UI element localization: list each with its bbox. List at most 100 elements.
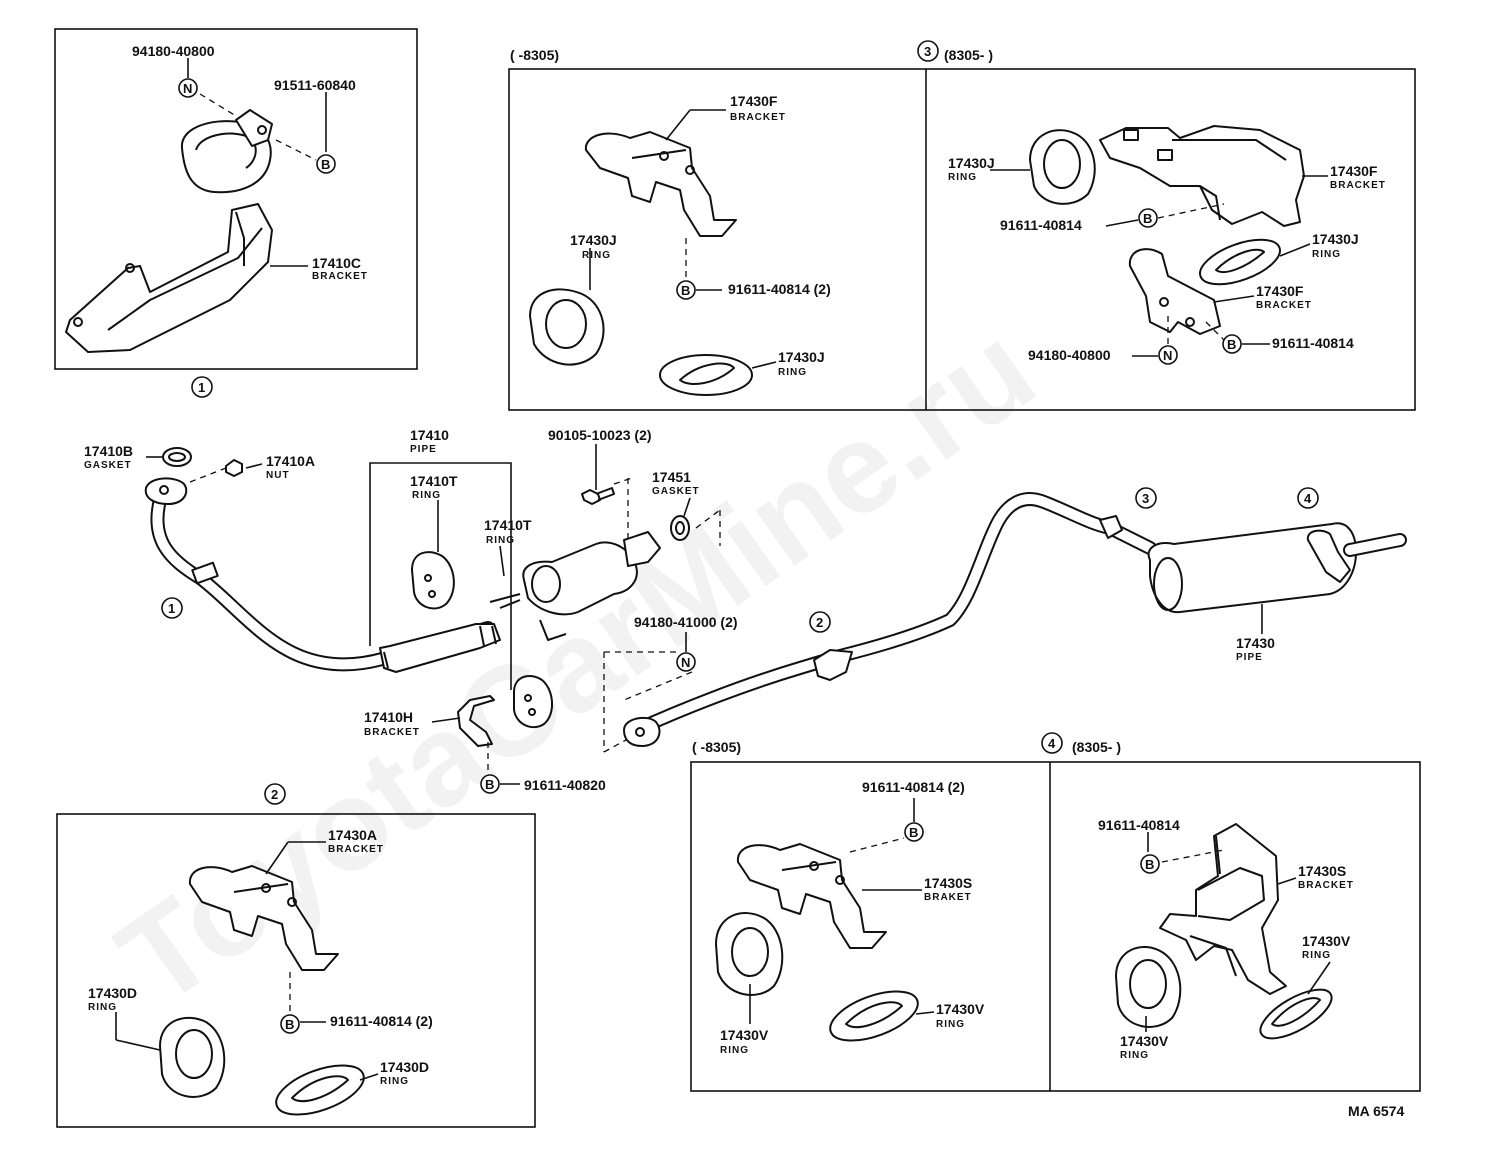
bolt-symbol-letter: B [485,777,494,792]
ring-17410t-part [411,551,455,610]
part-number: 17430D [88,985,137,1001]
ring-17430v-part [715,912,784,996]
part-number: 91611-40814 [1098,817,1180,833]
detail-box-2: 2 B 17430A BRACKET 17430D RING 91611-408… [56,783,536,1128]
part-description: RING [936,1019,965,1030]
part-description: RING [88,1002,117,1013]
ring-17430j-part [1029,129,1096,205]
section-marker-4 [1297,487,1319,509]
part-number: 90105-10023 (2) [548,427,652,443]
section-marker-2 [809,611,831,633]
diagram-code: MA 6574 [1348,1103,1405,1119]
part-number: 17430S [1298,863,1346,879]
part-description: PIPE [1236,652,1263,663]
center-muffler-part [522,541,638,616]
box3b-header: (8305- ) [944,47,993,63]
ring-17430j-flat-part [659,354,753,396]
bolt-symbol-letter: B [285,1017,294,1032]
part-description: RING [486,535,515,546]
part-number: 94180-41000 (2) [634,614,738,630]
part-number: 91611-40814 (2) [330,1013,433,1029]
part-number: 94180-40800 [1028,347,1111,363]
box3a-header: ( -8305) [510,47,559,63]
section-marker-3 [917,40,939,62]
ring-17430v-flat-part [829,990,919,1042]
nut-symbol [178,78,198,98]
part-description: BRACKET [1298,880,1354,891]
part-number: 17430A [328,827,377,843]
section-marker-1-label: 1 [168,601,175,616]
part-number: 17430F [1256,283,1304,299]
bolt-symbol-letter: B [681,283,690,298]
part-number: 17430V [936,1001,985,1017]
part-description: NUT [266,470,290,481]
section-marker-3-label: 3 [1142,491,1149,506]
section-marker-4 [1041,732,1063,754]
part-number: 17410C [312,255,361,271]
part-description: GASKET [84,460,132,471]
part-description: BRACKET [364,727,420,738]
bracket-17430f-small-part [1128,248,1221,335]
ring-17410t-part [513,675,553,729]
bracket-17430f-part [584,131,737,237]
part-number: 17430F [730,93,778,109]
part-number: 17430S [924,875,972,891]
part-number: 91611-40814 [1272,335,1354,351]
box4a-header: ( -8305) [692,739,741,755]
part-description: PIPE [410,444,437,455]
bracket-17430s-part [736,843,887,949]
bolt-symbol [1138,208,1158,228]
gasket-17451-part [670,515,690,541]
part-number: 17430V [1120,1033,1169,1049]
part-description: BRACKET [328,844,384,855]
bolt-symbol [676,280,696,300]
part-description: RING [778,367,807,378]
ring-17430d-flat-part [275,1064,365,1116]
bolt-symbol-letter: B [909,825,918,840]
part-number: 91511-60840 [274,77,356,93]
part-description: GASKET [652,486,700,497]
part-number: 17430V [720,1027,769,1043]
part-description: RING [412,490,441,501]
section-marker-2-label: 2 [271,787,278,802]
part-number: 17430J [570,232,617,248]
part-description: BRACKET [730,112,786,123]
part-number: 91611-40814 (2) [728,281,831,297]
section-marker-2 [264,783,286,805]
section-marker-2-label: 2 [816,615,823,630]
main-exhaust-assembly: N B 1 2 3 4 17410B GASKET 17410A NUT 174… [84,427,1407,794]
section-marker-4-label: 4 [1304,491,1312,506]
part-description: RING [948,172,977,183]
part-number: 91611-40814 (2) [862,779,965,795]
part-number: 17430J [1312,231,1359,247]
part-number: 17410B [84,443,133,459]
section-marker-3-label: 3 [924,44,931,59]
part-number: 91611-40814 [1000,217,1082,233]
bracket-17410c-part [65,203,273,353]
detail-box-3: ( -8305) 3 (8305- ) B 17430F BRACKET 174… [508,40,1416,411]
part-number: 17430D [380,1059,429,1075]
part-description: RING [380,1076,409,1087]
bolt-symbol [1222,334,1242,354]
bolt-symbol [904,822,924,842]
nut-symbol-letter: N [681,655,690,670]
bolt-symbol [1140,854,1160,874]
detail-box-4: ( -8305) 4 (8305- ) B 91611-40814 (2) 17… [690,732,1421,1092]
part-number: 17451 [652,469,691,485]
bracket-17430s-part [1159,823,1287,995]
nut-symbol [676,652,696,672]
part-number: 17410A [266,453,315,469]
part-description: BRACKET [1256,300,1312,311]
intermediate-flange-part [623,716,661,747]
part-description: RING [1302,950,1331,961]
nut-symbol [1158,345,1178,365]
part-number: 17430J [778,349,825,365]
detail-box-1: N B 94180-40800 91511-60840 17410C BRACK… [54,28,418,370]
ring-17430j-part [529,288,605,366]
bolt-symbol [480,774,500,794]
part-description: RING [720,1045,749,1056]
part-number: 17430F [1330,163,1378,179]
gasket-17410b-part [162,447,192,467]
part-number: 17410 [410,427,449,443]
part-number: 17410T [410,473,458,489]
